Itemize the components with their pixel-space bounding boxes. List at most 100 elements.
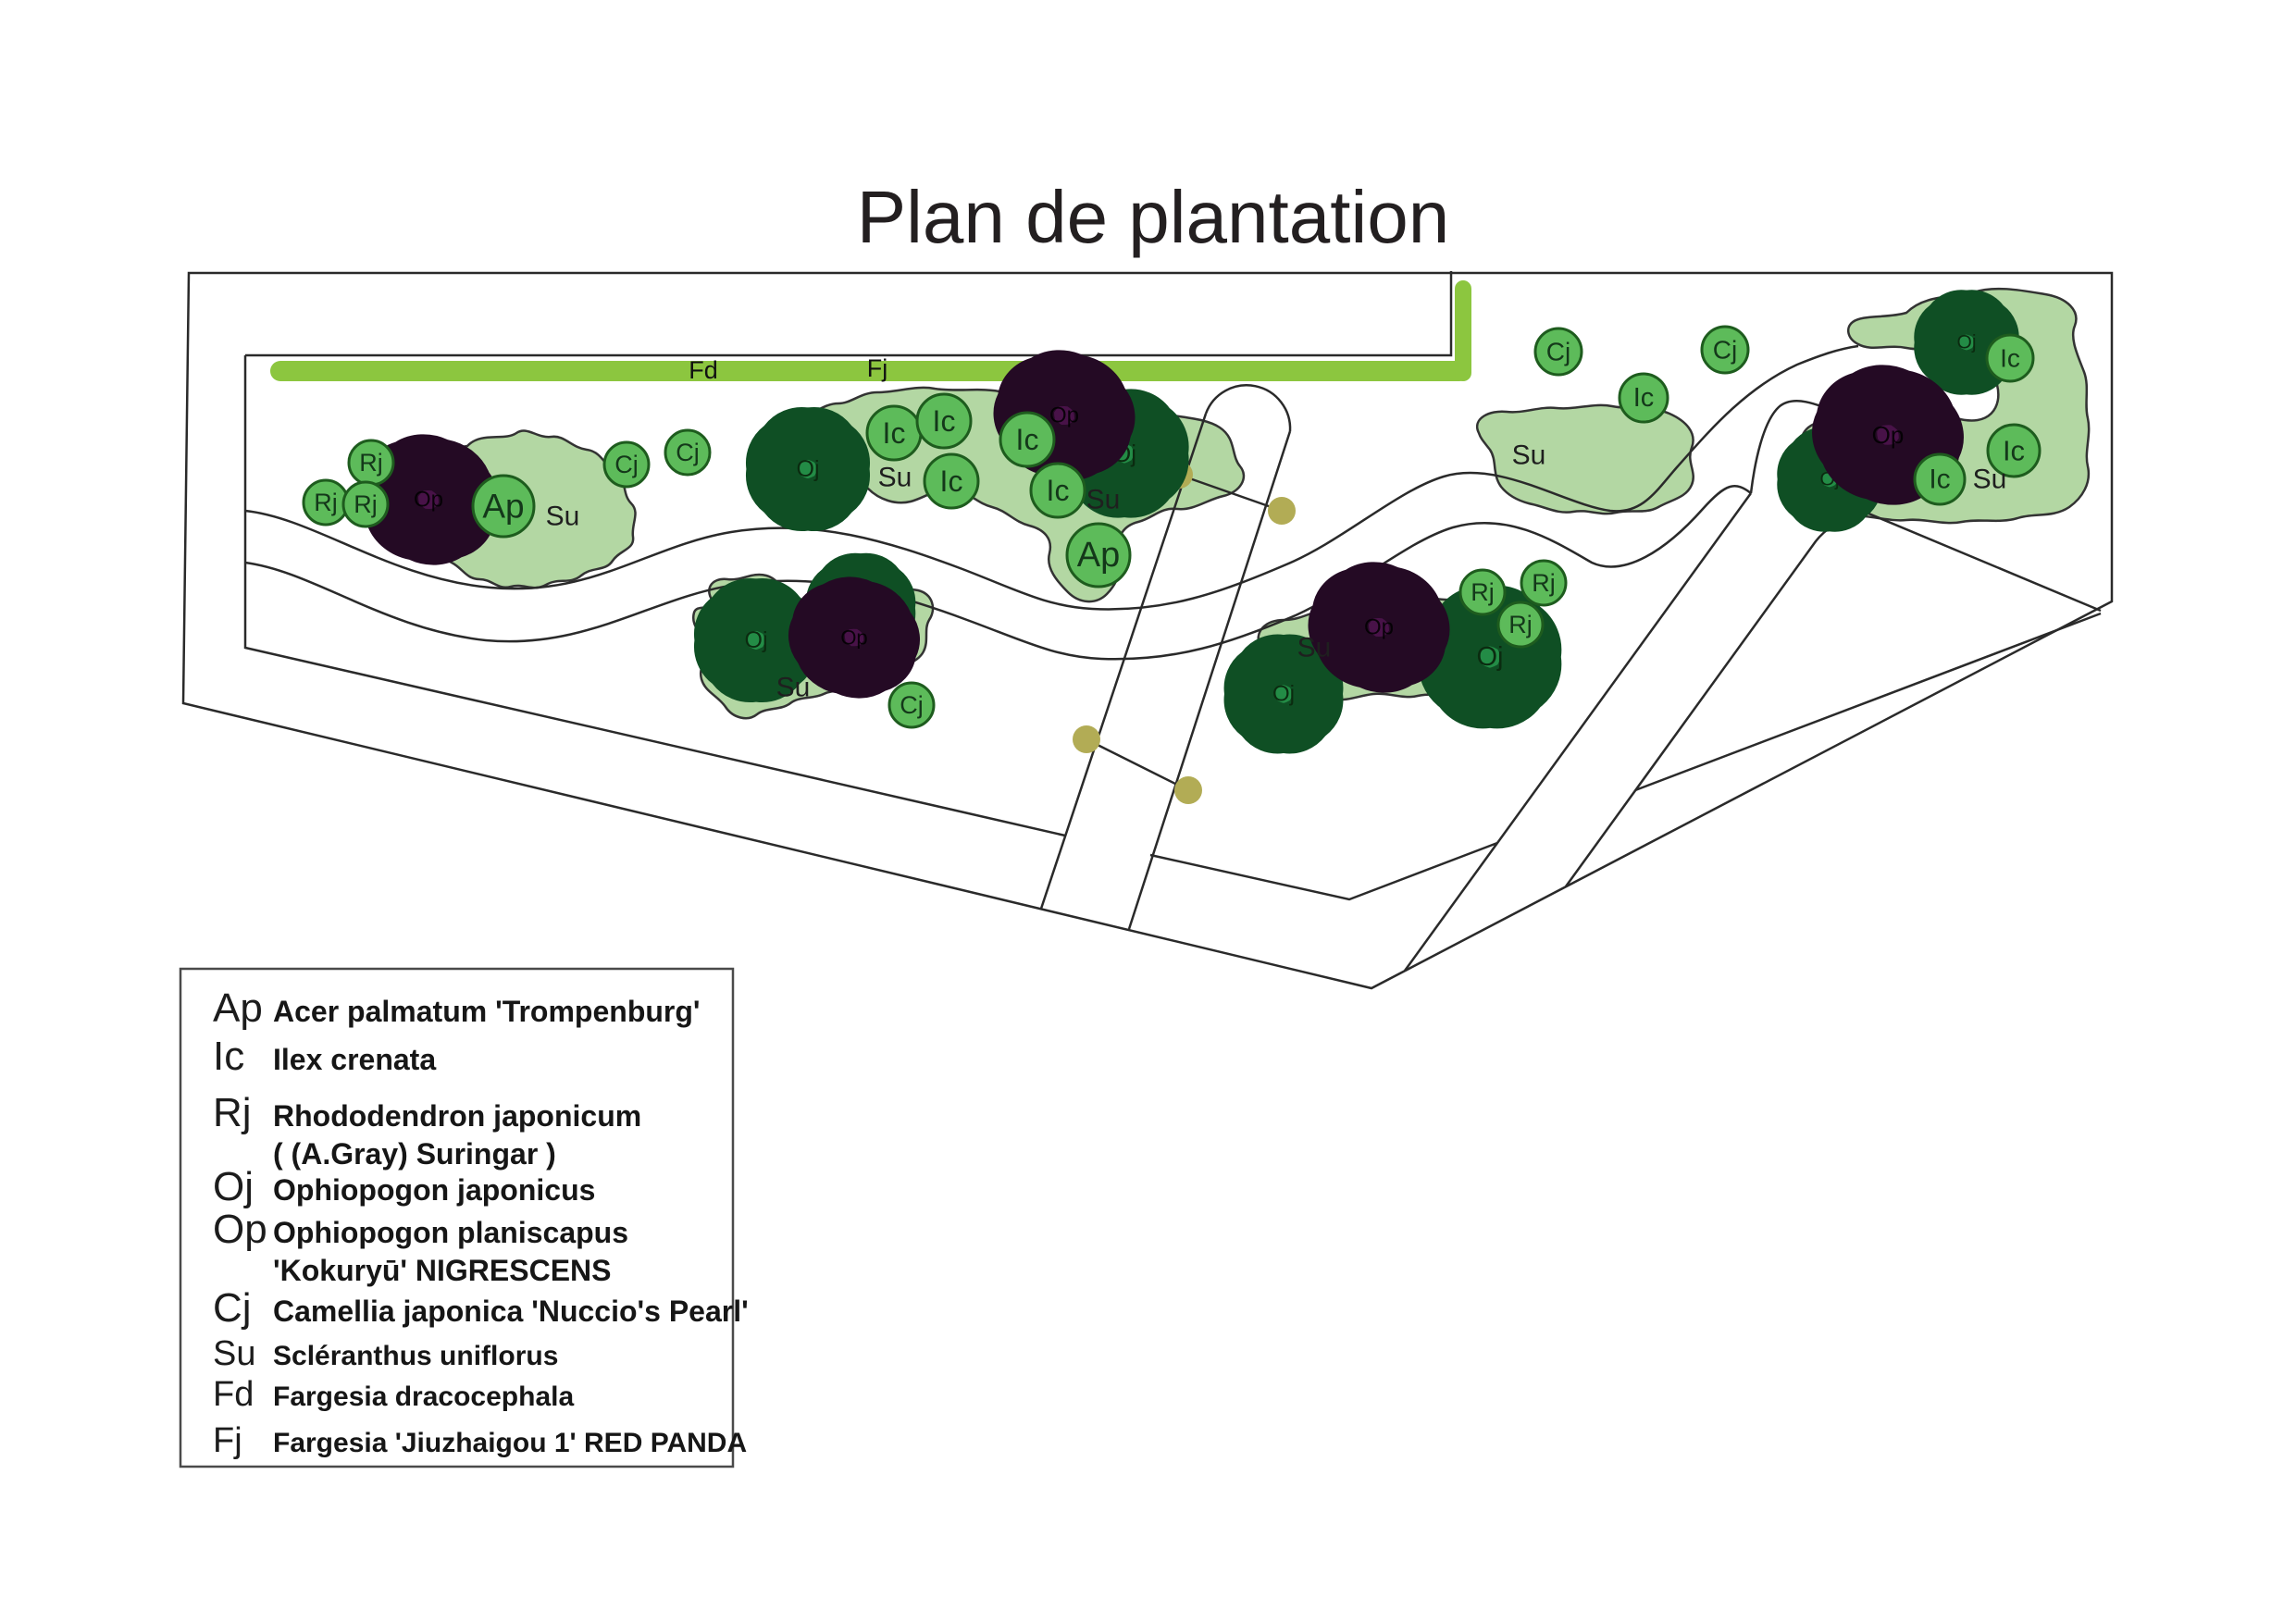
- su-groundcover-label: Su: [1973, 465, 2007, 495]
- legend-abbrev-cj: Cj: [213, 1285, 252, 1331]
- plant-circle-icon: [999, 411, 1056, 468]
- plant-marker-rj: Rj: [347, 439, 395, 487]
- plant-marker-label: Cj: [676, 439, 700, 466]
- inner-boundary-west: [243, 355, 1066, 837]
- entrance-corridor-left-edge: [1039, 413, 1208, 910]
- plant-marker-rj: Rj: [1458, 568, 1507, 616]
- plant-marker-oj: Oj: [1944, 320, 1988, 364]
- plant-marker-label: Op: [840, 626, 867, 650]
- plant-marker-label: Cj: [614, 451, 639, 478]
- su-groundcover-label: Su: [1512, 440, 1546, 471]
- plant-marker-ic: Ic: [1985, 333, 2035, 383]
- page-title: Plan de plantation: [857, 176, 1450, 258]
- legend-name-cj: Camellia japonica 'Nuccio's Pearl': [273, 1295, 749, 1328]
- plant-marker-label: Oj: [1477, 642, 1504, 672]
- path-north-edge: [244, 344, 1859, 611]
- legend-abbrev-fd: Fd: [213, 1375, 254, 1414]
- su-groundcover-label: Su: [878, 463, 912, 493]
- plant-marker-label: Rj: [1508, 611, 1533, 638]
- path-south-edge: [244, 485, 1752, 661]
- plant-marker-ic: Ic: [923, 452, 980, 510]
- plant-circle-icon: [664, 428, 712, 477]
- su-groundcover-label: Su: [1297, 633, 1332, 663]
- plant-marker-ic: Ic: [999, 411, 1056, 468]
- plant-marker-label: Ic: [933, 404, 956, 438]
- plant-marker-ic: Ic: [1913, 452, 1967, 506]
- plant-circle-icon: [1618, 372, 1669, 424]
- plant-marker-label: Ic: [2000, 344, 2020, 373]
- plant-marker-ic: Ic: [1029, 462, 1086, 519]
- plant-marker-ic: Ic: [865, 404, 923, 462]
- plant-marker-label: Ic: [1633, 383, 1655, 413]
- plant-marker-label: Oj: [745, 627, 768, 653]
- hedge-label-fj: Fj: [867, 354, 888, 382]
- plant-marker-cj: Cj: [664, 428, 712, 477]
- plant-marker-oj: Oj: [782, 443, 834, 495]
- plant-marker-ap: Ap: [1065, 522, 1132, 588]
- plant-circle-icon: [1458, 568, 1507, 616]
- plant-marker-rj: Rj: [1520, 559, 1568, 607]
- legend-name-su: Scléranthus uniflorus: [273, 1341, 558, 1371]
- plant-marker-label: Op: [1049, 403, 1079, 428]
- plant-marker-ic: Ic: [915, 392, 973, 450]
- legend-abbrev-rj: Rj: [213, 1090, 252, 1135]
- outer-boundary: [181, 271, 2114, 990]
- plant-marker-label: Ic: [1016, 423, 1039, 456]
- plant-marker-ic: Ic: [1986, 423, 2042, 478]
- plant-marker-rj: Rj: [302, 478, 350, 527]
- plant-marker-label: Rj: [1471, 578, 1495, 606]
- plant-marker-cj: Cj: [602, 440, 651, 489]
- plant-marker-op: Op: [821, 606, 887, 670]
- inner-boundary-southwest: [1149, 841, 1498, 901]
- plant-circle-icon: [1985, 333, 2035, 383]
- plant-marker-label: Cj: [1546, 338, 1570, 366]
- plant-marker-label: Op: [1364, 615, 1394, 640]
- plant-marker-oj: Oj: [730, 614, 782, 666]
- su-groundcover-label: Su: [1086, 485, 1121, 515]
- plant-marker-label: Ic: [940, 465, 963, 498]
- su-groundcover-label: Su: [546, 502, 580, 532]
- plant-marker-label: Oj: [1957, 332, 1977, 353]
- legend-name2-rj: ( (A.Gray) Suringar ): [273, 1137, 556, 1171]
- plant-marker-label: Rj: [354, 490, 378, 518]
- plant-marker-label: Cj: [900, 691, 924, 719]
- site-boundaries: [181, 271, 2114, 990]
- plant-marker-cj: Cj: [1700, 325, 1750, 375]
- plant-markers: OjOjOjOjOjOjOjOjOpOpOpOpOpRjRjRjApCjCjIc…: [302, 320, 2042, 729]
- plant-marker-rj: Rj: [341, 480, 390, 528]
- inner-boundary-top: [245, 271, 1453, 357]
- hedge-label-fd: Fd: [689, 356, 718, 384]
- legend-name-ic: Ilex crenata: [273, 1043, 436, 1076]
- plant-marker-label: Rj: [1532, 569, 1556, 597]
- legend-abbrev-ic: Ic: [213, 1034, 244, 1079]
- plant-marker-label: Ic: [2003, 435, 2025, 467]
- plant-marker-label: Ic: [883, 416, 906, 450]
- plant-marker-label: Op: [1872, 421, 1905, 449]
- plant-marker-label: Ic: [1047, 474, 1070, 507]
- post-dot-icon: [1174, 776, 1202, 804]
- plant-circle-icon: [1520, 559, 1568, 607]
- plant-marker-label: Rj: [314, 489, 338, 516]
- plant-marker-label: Ap: [482, 488, 524, 526]
- legend-abbrev-oj: Oj: [213, 1164, 254, 1209]
- legend-abbrev-su: Su: [213, 1334, 255, 1373]
- plant-circle-icon: [602, 440, 651, 489]
- bamboo-hedge: Fd Fj: [270, 280, 1471, 384]
- plant-marker-label: Op: [414, 488, 443, 513]
- plant-marker-cj: Cj: [887, 681, 936, 729]
- legend-name2-op: 'Kokuryū' NIGRESCENS: [273, 1254, 612, 1287]
- entrance-corridor-right-edge: [1127, 430, 1292, 930]
- legend-abbrev-fj: Fj: [213, 1421, 242, 1460]
- legend-name-op: Ophiopogon planiscapus: [273, 1216, 628, 1249]
- legend-box: [179, 967, 735, 1468]
- plant-marker-label: Oj: [797, 456, 820, 482]
- plant-marker-op: Op: [392, 465, 465, 534]
- south-corridor-west-edge: [1403, 492, 1753, 972]
- su-groundcover-label: Su: [776, 673, 811, 703]
- plant-marker-op: Op: [1028, 381, 1100, 450]
- legend-abbrev-ap: Ap: [213, 985, 263, 1031]
- post-dot-icon: [1268, 497, 1296, 525]
